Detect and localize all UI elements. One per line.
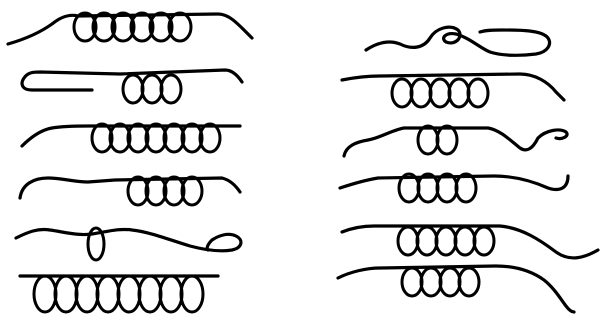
molecule-right-4 bbox=[340, 174, 568, 202]
molecule-left-1 bbox=[8, 13, 252, 44]
helix-right-5 bbox=[398, 227, 494, 255]
molecule-right-3 bbox=[344, 126, 567, 156]
molecule-right-6 bbox=[338, 266, 574, 312]
left-panel bbox=[8, 13, 252, 312]
helix-left-3 bbox=[92, 124, 220, 152]
helix-left-4 bbox=[128, 177, 202, 205]
helix-right-2 bbox=[392, 79, 488, 107]
molecule-right-5 bbox=[342, 226, 598, 258]
molecule-left-6 bbox=[20, 276, 218, 312]
molecule-left-4 bbox=[20, 177, 240, 205]
right-panel bbox=[338, 27, 598, 312]
molecule-left-5 bbox=[16, 228, 241, 260]
helix-left-2 bbox=[123, 75, 181, 103]
helix-left-1 bbox=[74, 13, 191, 41]
molecule-left-3 bbox=[22, 124, 240, 152]
helix-right-6 bbox=[402, 268, 479, 296]
molecule-right-2 bbox=[342, 74, 564, 107]
helix-right-3 bbox=[418, 126, 457, 154]
molecule-right-1 bbox=[366, 27, 550, 55]
molecule-left-2 bbox=[22, 70, 242, 103]
helix-left-6 bbox=[34, 276, 203, 312]
